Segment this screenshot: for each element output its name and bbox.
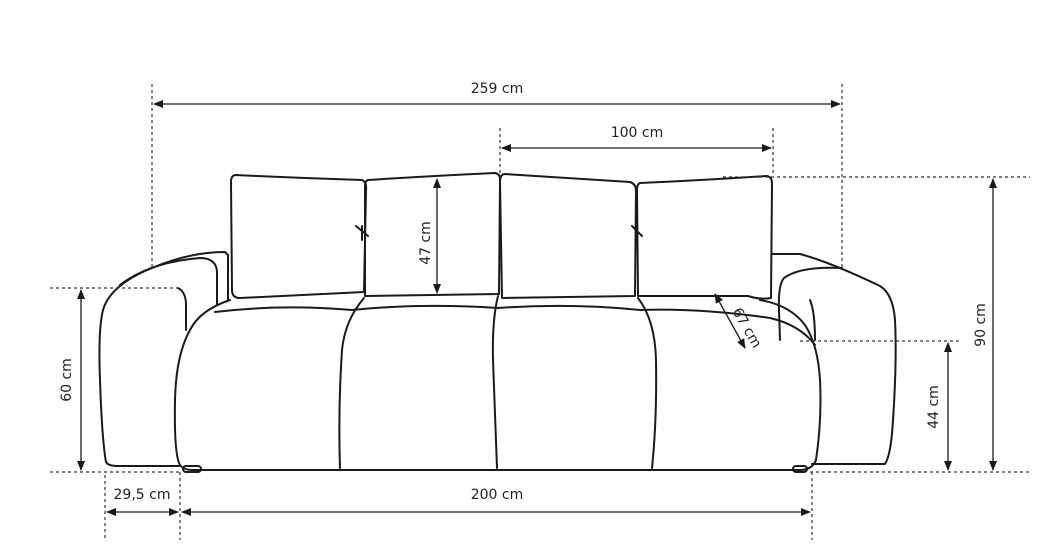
- left-arm-inner: [177, 287, 187, 331]
- left-foot: [182, 465, 202, 473]
- label-cushion-width: 100 cm: [611, 125, 664, 141]
- right-arm-inner: [809, 299, 816, 341]
- left-arm: [98, 251, 229, 467]
- dimension-labels: 259 cm 100 cm 47 cm 67 cm 90 cm 44 cm 60…: [59, 81, 989, 503]
- right-arm-front: [777, 266, 843, 341]
- cushion-divider-3: [637, 297, 658, 469]
- label-seat-width: 200 cm: [471, 487, 524, 503]
- back-pillow-2: [364, 172, 502, 297]
- cushion-divider-2: [491, 295, 499, 469]
- pillow-tuft-1: [355, 225, 369, 241]
- sofa-drawing: [98, 172, 897, 473]
- right-foot: [792, 465, 808, 473]
- label-total-width: 259 cm: [471, 81, 524, 97]
- arrow-seat-depth: [714, 293, 746, 349]
- back-pillow-3: [499, 173, 637, 299]
- label-total-height: 90 cm: [973, 303, 989, 347]
- seat-top-edge: [214, 304, 816, 346]
- seat-base: [173, 299, 822, 471]
- back-pillow-1: [230, 174, 368, 299]
- left-arm-top: [119, 257, 219, 306]
- right-arm: [771, 253, 897, 465]
- label-arm-height: 60 cm: [59, 358, 75, 402]
- cushion-divider-1: [338, 297, 365, 469]
- label-cushion-height: 47 cm: [418, 221, 434, 265]
- pillow-tuft-2: [631, 225, 643, 241]
- label-arm-width: 29,5 cm: [114, 487, 171, 503]
- dimension-arrows: [77, 100, 997, 516]
- back-pillow-4: [636, 175, 773, 300]
- guide-lines: [50, 84, 1030, 540]
- label-seat-height: 44 cm: [926, 385, 942, 429]
